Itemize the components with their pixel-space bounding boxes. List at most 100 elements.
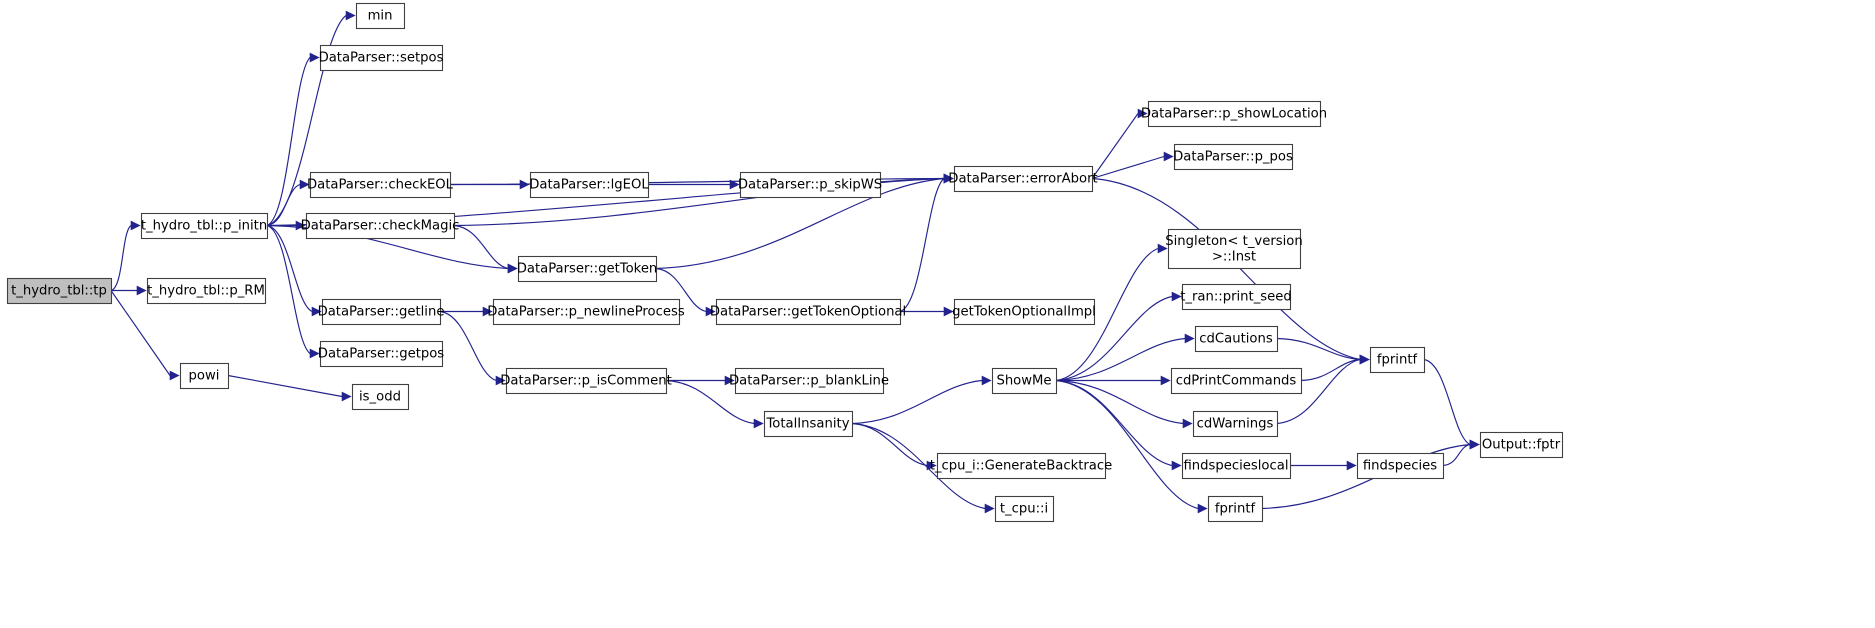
graph-node-t-hydro-tbl-p-initn[interactable]: t_hydro_tbl::p_initn xyxy=(140,212,269,240)
graph-node-output-fptr[interactable]: Output::fptr xyxy=(1479,431,1564,459)
graph-node-totalinsanity[interactable]: TotalInsanity xyxy=(763,410,854,438)
edge-showme-to-fprintf xyxy=(1055,379,1199,510)
node-box[interactable] xyxy=(1356,452,1445,480)
graph-node-showme[interactable]: ShowMe xyxy=(991,367,1058,395)
arrowhead-icon xyxy=(299,179,310,190)
edge-t-hydro-tbl-p-initn-to-dataparser-getpos xyxy=(266,224,311,354)
arrowhead-icon xyxy=(1197,503,1208,514)
arrowhead-icon xyxy=(295,220,306,231)
arrowhead-icon xyxy=(495,375,506,386)
edge-t-hydro-tbl-p-initn-to-dataparser-getline xyxy=(266,224,313,313)
node-box[interactable] xyxy=(1369,346,1426,374)
node-box[interactable] xyxy=(140,212,269,240)
node-box[interactable] xyxy=(351,383,410,411)
graph-node-dataparser-errorabort[interactable]: DataParser::errorAbort xyxy=(948,165,1098,193)
node-box[interactable] xyxy=(179,362,230,390)
node-box[interactable] xyxy=(739,171,882,199)
node-box[interactable] xyxy=(305,212,456,240)
graph-node-t-hydro-tbl-tp[interactable]: t_hydro_tbl::tp xyxy=(6,277,113,305)
node-box[interactable] xyxy=(953,165,1094,193)
arrowhead-icon xyxy=(309,348,320,359)
node-box[interactable] xyxy=(309,171,452,199)
graph-node-gettokenoptionalimpl[interactable]: getTokenOptionalImpl xyxy=(952,298,1096,326)
node-box[interactable] xyxy=(994,495,1055,523)
graph-node-fprintf[interactable]: fprintf xyxy=(1369,346,1426,374)
arrowhead-icon xyxy=(1163,151,1174,162)
arrowhead-icon xyxy=(753,418,764,429)
graph-node-t-ran-print-seed[interactable]: t_ran::print_seed xyxy=(1180,283,1292,311)
node-box[interactable] xyxy=(146,277,267,305)
arrowhead-icon xyxy=(943,173,954,184)
graph-node-cdwarnings[interactable]: cdWarnings xyxy=(1192,410,1279,438)
node-box[interactable] xyxy=(492,298,681,326)
graph-node-dataparser-gettokenoptional[interactable]: DataParser::getTokenOptional xyxy=(710,298,906,326)
graph-node-powi[interactable]: powi xyxy=(179,362,230,390)
arrowhead-icon xyxy=(345,10,356,21)
graph-node-dataparser-p-pos[interactable]: DataParser::p_pos xyxy=(1173,143,1294,171)
node-box[interactable] xyxy=(529,171,650,199)
graph-node-cdcautions[interactable]: cdCautions xyxy=(1194,325,1279,353)
node-box[interactable] xyxy=(1181,452,1292,480)
graph-node-t-cpu-i[interactable]: t_cpu::i xyxy=(994,495,1055,523)
node-box[interactable] xyxy=(991,367,1058,395)
node-box[interactable] xyxy=(1194,325,1279,353)
graph-node-t-cpu-i-generatebacktrace[interactable]: t_cpu_i::GenerateBacktrace xyxy=(930,452,1113,480)
graph-node-dataparser-p-blankline[interactable]: DataParser::p_blankLine xyxy=(729,367,889,395)
edge-t-hydro-tbl-p-initn-to-dataparser-gettoken xyxy=(266,224,509,270)
node-box[interactable] xyxy=(355,2,406,30)
graph-node-cdprintcommands[interactable]: cdPrintCommands xyxy=(1170,367,1303,395)
graph-node-dataparser-p-newlineprocess[interactable]: DataParser::p_newlineProcess xyxy=(487,298,685,326)
node-box[interactable] xyxy=(715,298,902,326)
graph-node-dataparser-lgeol[interactable]: DataParser::lgEOL xyxy=(529,171,650,199)
node-box[interactable] xyxy=(517,255,658,283)
arrowhead-icon xyxy=(724,375,735,386)
node-box[interactable] xyxy=(1181,283,1292,311)
arrowhead-icon xyxy=(1182,418,1193,429)
node-box[interactable] xyxy=(936,452,1107,480)
graph-node-dataparser-gettoken[interactable]: DataParser::getToken xyxy=(517,255,658,283)
node-box[interactable] xyxy=(1192,410,1279,438)
node-box[interactable] xyxy=(321,298,442,326)
node-box[interactable] xyxy=(763,410,854,438)
node-box[interactable] xyxy=(1207,495,1264,523)
edge-showme-to-cdwarnings xyxy=(1055,379,1184,425)
node-box[interactable] xyxy=(1167,228,1302,270)
graph-node-singleton-t-version-inst[interactable]: Singleton< t_version>::Inst xyxy=(1165,228,1303,270)
graph-node-dataparser-checkmagic[interactable]: DataParser::checkMagic xyxy=(301,212,460,240)
edge-fprintf-to-output-fptr xyxy=(1423,358,1471,446)
graph-node-is-odd[interactable]: is_odd xyxy=(351,383,410,411)
graph-node-dataparser-checkeol[interactable]: DataParser::checkEOL xyxy=(307,171,454,199)
graph-node-dataparser-setpos[interactable]: DataParser::setpos xyxy=(319,44,444,72)
graph-node-dataparser-p-iscomment[interactable]: DataParser::p_isComment xyxy=(500,367,672,395)
arrowhead-icon xyxy=(341,391,352,402)
edge-t-hydro-tbl-p-initn-to-min xyxy=(266,15,347,227)
arrowhead-icon xyxy=(1184,333,1195,344)
arrowhead-icon xyxy=(136,285,147,296)
node-box[interactable] xyxy=(1479,431,1564,459)
graph-node-dataparser-p-skipws[interactable]: DataParser::p_skipWS xyxy=(738,171,882,199)
node-box[interactable] xyxy=(1170,367,1303,395)
graph-node-findspecies[interactable]: findspecies xyxy=(1356,452,1445,480)
graph-node-dataparser-getline[interactable]: DataParser::getline xyxy=(318,298,445,326)
node-box[interactable] xyxy=(505,367,668,395)
node-box[interactable] xyxy=(1173,143,1294,171)
graph-node-findspecieslocal[interactable]: findspecieslocal xyxy=(1181,452,1292,480)
node-box[interactable] xyxy=(734,367,885,395)
node-box[interactable] xyxy=(319,340,444,368)
node-box[interactable] xyxy=(319,44,444,72)
graph-node-t-hydro-tbl-p-rm[interactable]: t_hydro_tbl::p_RM xyxy=(146,277,267,305)
edge-dataparser-errorabort-to-dataparser-p-showlocation xyxy=(1091,113,1139,179)
arrowhead-icon xyxy=(926,460,937,471)
graph-node-fprintf[interactable]: fprintf xyxy=(1207,495,1264,523)
node-box-root[interactable] xyxy=(6,277,113,305)
edge-findspecies-to-output-fptr xyxy=(1442,443,1471,467)
edge-showme-to-findspecieslocal xyxy=(1055,379,1173,467)
edge-dataparser-gettokenoptional-to-dataparser-errorabort xyxy=(899,178,945,313)
graph-node-min[interactable]: min xyxy=(355,2,406,30)
node-box[interactable] xyxy=(953,298,1096,326)
node-box[interactable] xyxy=(1147,100,1322,128)
edge-t-hydro-tbl-tp-to-t-hydro-tbl-p-initn xyxy=(110,225,132,292)
arrowhead-icon xyxy=(705,306,716,317)
graph-node-dataparser-p-showlocation[interactable]: DataParser::p_showLocation xyxy=(1141,100,1327,128)
graph-node-dataparser-getpos[interactable]: DataParser::getpos xyxy=(318,340,445,368)
